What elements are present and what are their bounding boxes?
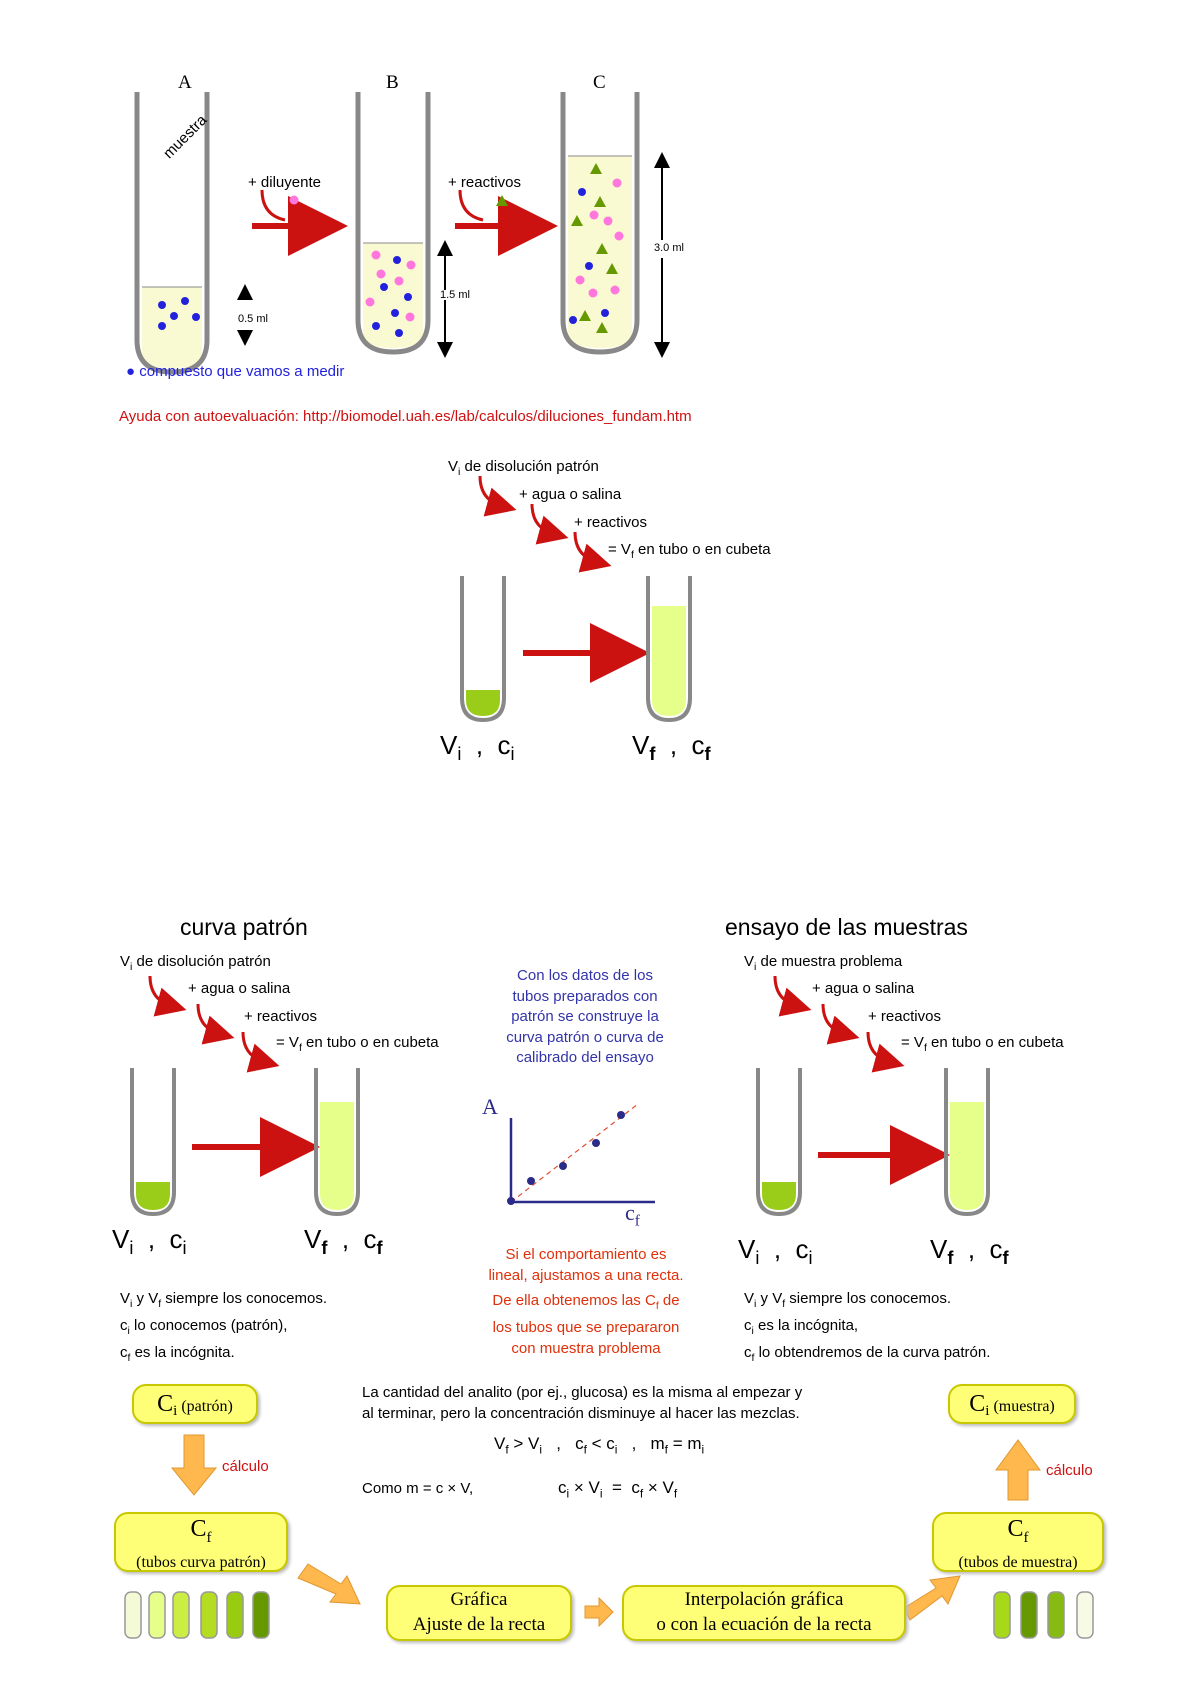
axis-y-label: A [482,1094,498,1119]
analyte-dot [158,322,166,330]
tube-left-vi [130,1068,176,1217]
tube-c [560,92,640,355]
reactivos-label: + reactivos [448,174,521,191]
grafica-box: Gráfica Ajuste de la recta [386,1585,572,1641]
tube-left-vf [314,1068,360,1217]
tube-row-left [124,1591,270,1639]
right-notes: Vi y Vf siempre los conocemos. ci es la … [744,1290,991,1364]
tube-vf [646,576,692,723]
explain-line1: La cantidad del analito (por ej., glucos… [362,1384,803,1401]
center-orange-text1: Si el comportamiento es lineal, ajustamo… [488,1246,684,1284]
tube-label-a: A [178,72,192,93]
relations: Vf > Vi , cf < ci , mf = mi [494,1434,705,1457]
tube-label-b: B [386,72,399,93]
left-step4: = Vf en tubo o en cubeta [276,1034,439,1054]
mid-step2: + agua o salina [519,486,622,503]
mid-step1: Vi de disolución patrón [448,458,599,478]
data-point [559,1162,567,1170]
mid-step4: = Vf en tubo o en cubeta [608,541,771,561]
ci-patron-box: Ci (patrón) [132,1384,258,1424]
center-orange-text2: De ella obtenemos las Cf de los tubos qu… [492,1292,680,1357]
left-title: curva patrón [180,914,308,940]
tube-label-c: C [593,72,606,93]
calibration-graph [507,1103,655,1205]
diluent-dot [289,195,299,205]
left-step2: + agua o salina [188,980,291,997]
calculo-left: cálculo [222,1458,269,1475]
ci-muestra-box: Ci (muestra) [948,1384,1076,1424]
right-step4: = Vf en tubo o en cubeta [901,1034,1064,1054]
right-step2: + agua o salina [812,980,915,997]
explain-line2: al terminar, pero la concentración dismi… [362,1405,800,1422]
diluyente-label: + diluyente [248,174,321,191]
left-vi-ci: Vi , ci [112,1224,187,1259]
left-notes: Vi y Vf siempre los conocemos. ci lo con… [120,1290,328,1364]
vol-c-label: 3.0 ml [654,242,684,254]
reagent-triangle [496,195,508,206]
data-point [592,1139,600,1147]
tube-b [355,92,431,355]
cf-left-box: Cf (tubos curva patrón) [114,1512,288,1572]
vol-a-label: 0.5 ml [238,313,268,325]
cf-right-box: Cf (tubos de muestra) [932,1512,1104,1572]
tube-a [134,92,210,375]
axis-x-label: cf [625,1200,640,1230]
calculo-right: cálculo [1046,1462,1093,1479]
up-arrow-right [995,1439,1041,1501]
analyte-dot [192,313,200,321]
curved-arrow [530,503,569,545]
right-vi-ci: Vi , ci [738,1234,813,1269]
left-step1: Vi de disolución patrón [120,953,271,973]
help-link[interactable]: Ayuda con autoevaluación: http://biomode… [119,408,692,425]
right-step1: Vi de muestra problema [744,953,903,973]
right-step3: + reactivos [868,1008,941,1025]
analyte-dot [170,312,178,320]
diag-arrow-right [903,1575,961,1621]
data-point [527,1177,535,1185]
curved-arrow-diluyente [260,189,286,222]
equation: ci × Vi = cf × Vf [558,1478,678,1501]
right-title: ensayo de las muestras [725,914,968,940]
data-point [617,1111,625,1119]
tube-vi [460,576,506,723]
analyte-dot [181,297,189,305]
curved-arrow [478,475,517,517]
data-point [507,1197,515,1205]
como-text: Como m = c × V, [362,1480,474,1497]
left-vf-cf: Vf , cf [304,1224,383,1259]
tube-right-vi [756,1068,802,1217]
tube-right-vf [944,1068,990,1217]
curved-arrow-reactivos [458,189,484,222]
analyte-dot [158,301,166,309]
down-arrow-left [170,1434,218,1496]
fit-line [510,1103,639,1203]
vol-b-label: 1.5 ml [440,289,470,301]
curved-arrow [573,531,612,573]
left-step3: + reactivos [244,1008,317,1025]
diag-arrow-left [297,1563,361,1605]
right-arrow-mid [584,1596,614,1628]
right-vf-cf: Vf , cf [930,1234,1009,1269]
mid-step3: + reactivos [574,514,647,531]
center-blue-text: Con los datos de los tubos preparados co… [506,967,664,1066]
interpolacion-box: Interpolación gráfica o con la ecuación … [622,1585,906,1641]
tube-row-right [993,1591,1094,1639]
mid-vi-ci: Vi , ci [440,730,515,765]
mid-vf-cf: Vf , cf [632,730,711,765]
legend-analyte: ● compuesto que vamos a medir [126,363,345,380]
